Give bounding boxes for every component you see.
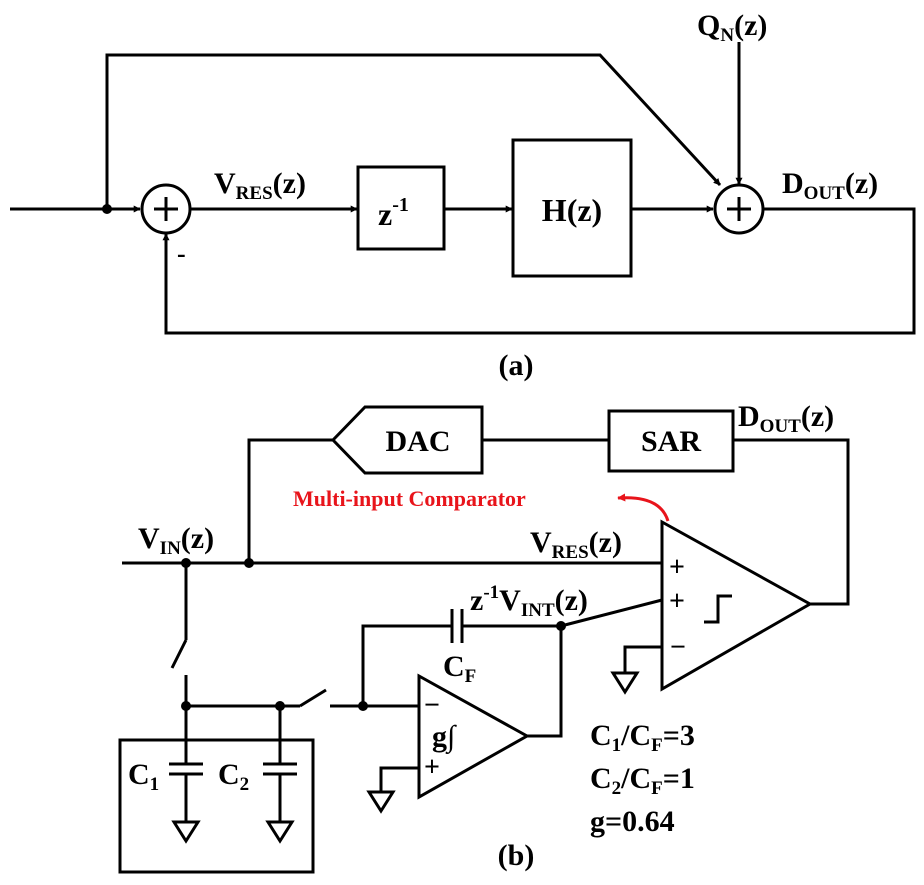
wire-comp-sar	[733, 438, 850, 606]
d-out-label-b: DOUT(z)	[738, 400, 834, 437]
wire-dac-node	[247, 438, 333, 563]
panel-a: - VRES(z) z-1 H(z) QN(z) DOUT(z) (a)	[10, 9, 916, 382]
panel-b: DAC SAR DOUT(z) Multi-input Comparator V…	[118, 400, 850, 874]
integrator-gain-label: g∫	[432, 720, 457, 755]
sar-label: SAR	[641, 425, 701, 458]
integ-input-node	[358, 701, 368, 711]
c2-ground-icon	[265, 820, 295, 844]
integ-ground-icon	[366, 790, 396, 814]
comp-plus-2: +	[669, 586, 685, 617]
comp-minus: −	[670, 632, 686, 663]
cf-left-wire	[361, 624, 452, 706]
d-out-label-a: DOUT(z)	[782, 167, 878, 204]
multi-input-comparator	[660, 519, 814, 692]
feedback-wire-a	[162, 207, 916, 335]
ratio-c1-cf: C1/CF=3	[590, 719, 695, 756]
q-n-label: QN(z)	[697, 9, 767, 46]
cf-label: CF	[443, 650, 476, 687]
comp-ground-wire	[623, 645, 662, 673]
minus-sign-a: -	[177, 239, 186, 268]
c2-label: C2	[218, 758, 249, 795]
switch-2	[299, 688, 327, 708]
summer-2	[713, 183, 765, 235]
comp-ground-icon	[610, 671, 640, 695]
h-block-label: H(z)	[542, 192, 602, 228]
v-int-wire	[560, 598, 663, 628]
v-res-node	[244, 558, 254, 568]
c1-label: C1	[128, 758, 159, 795]
summer-1	[140, 183, 192, 235]
integrator-amplifier	[417, 673, 531, 800]
delay-block	[356, 165, 446, 251]
integ-plus: +	[424, 752, 440, 783]
caption-b: (b)	[498, 839, 535, 872]
feedforward-wire	[105, 53, 722, 209]
v-res-label-b: VRES(z)	[530, 526, 622, 563]
comp-plus-1: +	[669, 552, 685, 583]
ratio-c2-cf: C2/CF=1	[590, 762, 695, 799]
integrator-out-node	[556, 621, 566, 631]
comparator-annotation: Multi-input Comparator	[293, 486, 526, 511]
v-int-label: z-1VINT(z)	[470, 582, 588, 621]
delay-label: z-1	[378, 194, 409, 232]
v-res-label-a: VRES(z)	[214, 167, 306, 204]
caption-a: (a)	[499, 349, 534, 382]
gain-value: g=0.64	[590, 805, 675, 838]
cf-right-wire	[462, 624, 563, 738]
switch-1	[170, 639, 188, 669]
dac-label: DAC	[386, 425, 451, 458]
integ-minus: −	[424, 690, 440, 721]
comparator-step-icon	[704, 594, 732, 624]
annotation-arrow	[617, 493, 670, 522]
v-in-label: VIN(z)	[138, 522, 214, 559]
capacitor-array-box	[118, 738, 315, 874]
integ-ground-wire	[379, 766, 419, 792]
c1-ground-icon	[171, 820, 201, 844]
